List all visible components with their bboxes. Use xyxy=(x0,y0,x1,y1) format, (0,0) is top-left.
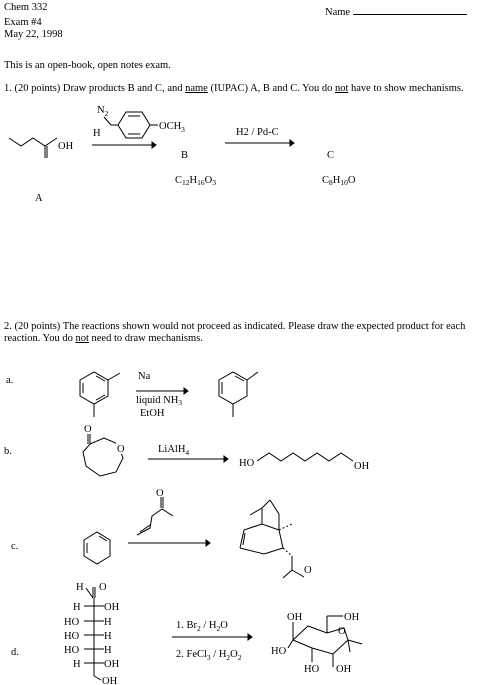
fischer-row-1-left: H xyxy=(73,602,81,613)
m-xylene-structure xyxy=(79,371,121,417)
exam-intro: This is an open-book, open notes exam. xyxy=(4,60,171,71)
compound-a-structure xyxy=(8,137,58,158)
reagent-1-och3: OCH3 xyxy=(159,121,185,134)
name-field[interactable]: Name xyxy=(325,5,468,19)
formula-b: C12H16O3 xyxy=(175,175,216,187)
fischer-row-5-left: H xyxy=(73,659,81,670)
pyranose-chair-structure xyxy=(287,615,363,667)
reagent-1-h: H xyxy=(93,128,101,139)
part-a-label: a. xyxy=(6,375,14,386)
fischer-row-1-right: OH xyxy=(104,602,120,613)
fischer-top-h: H xyxy=(76,582,84,593)
label-a: A xyxy=(35,193,43,204)
question-1-text: 1. (20 points) Draw products B and C, an… xyxy=(4,83,464,94)
lactone-structure xyxy=(82,434,124,477)
pyranose-ho-left: HO xyxy=(271,646,287,657)
fischer-row-4-left: HO xyxy=(64,645,80,656)
pyranose-ring-o: O xyxy=(338,626,346,637)
pyranose-oh-top-left: OH xyxy=(287,612,303,623)
reagent-d-2: 2. FeCl3 / H2O2 xyxy=(176,649,242,662)
part-c-label: c. xyxy=(11,541,19,552)
reagent-d-1: 1. Br2 / H2O xyxy=(176,620,228,633)
lactone-carbonyl-o: O xyxy=(84,424,92,435)
fischer-bottom-oh: OH xyxy=(102,676,118,685)
fischer-projection-structure xyxy=(84,587,104,681)
diol-chain xyxy=(256,452,354,462)
product-c-o: O xyxy=(304,565,312,576)
fischer-row-2-left: HO xyxy=(64,617,80,628)
fischer-top-o: O xyxy=(99,582,107,593)
lactone-ring-o: O xyxy=(117,444,125,455)
reagent-1-structure xyxy=(103,111,158,139)
reagent-b-label: LiAlH4 xyxy=(158,444,189,457)
reagent-a-na: Na xyxy=(138,371,151,382)
fischer-row-4-right: H xyxy=(104,645,112,656)
reagent-a-nh3: liquid NH3 xyxy=(136,395,183,407)
fischer-row-2-right: H xyxy=(104,617,112,628)
course-title: Chem 332 xyxy=(4,2,48,13)
enone-o: O xyxy=(156,488,164,499)
exam-date: May 22, 1998 xyxy=(4,29,63,40)
reaction-arrow-b xyxy=(148,455,229,463)
reaction-arrow-2 xyxy=(225,139,295,147)
pyranose-oh-bottom: OH xyxy=(336,664,352,675)
reaction-arrow-a xyxy=(136,387,189,395)
cyclohexadiene-structure xyxy=(83,531,111,565)
compound-a-oh: OH xyxy=(58,141,74,152)
fischer-row-5-right: OH xyxy=(104,659,120,670)
reaction-arrow-d xyxy=(172,633,253,641)
pyranose-oh-top-right: OH xyxy=(344,612,360,623)
diol-ho: HO xyxy=(239,458,255,469)
reaction-arrow-c xyxy=(128,539,211,547)
enone-structure xyxy=(136,497,174,536)
reagent-a-etoh: EtOH xyxy=(140,408,165,419)
fischer-row-3-left: HO xyxy=(64,631,80,642)
label-c: C xyxy=(327,150,335,161)
name-blank-line[interactable] xyxy=(353,5,468,15)
name-label: Name xyxy=(325,7,351,18)
fischer-row-3-right: H xyxy=(104,631,112,642)
part-b-label: b. xyxy=(4,446,12,457)
pyranose-ho-bottom: HO xyxy=(304,664,320,675)
formula-c: C8H10O xyxy=(322,175,356,187)
birch-product-structure xyxy=(218,371,259,417)
diol-oh: OH xyxy=(354,461,370,472)
label-b: B xyxy=(181,150,189,161)
part-d-label: d. xyxy=(11,647,19,658)
reaction-arrow-1 xyxy=(92,141,157,149)
reagent-1-n2: N2 xyxy=(97,105,109,118)
bicyclic-product-structure xyxy=(239,499,305,579)
reagent-2-label: H2 / Pd-C xyxy=(236,127,279,138)
question-2-text: 2. (20 points) The reactions shown would… xyxy=(4,321,466,344)
exam-number: Exam #4 xyxy=(4,17,42,28)
